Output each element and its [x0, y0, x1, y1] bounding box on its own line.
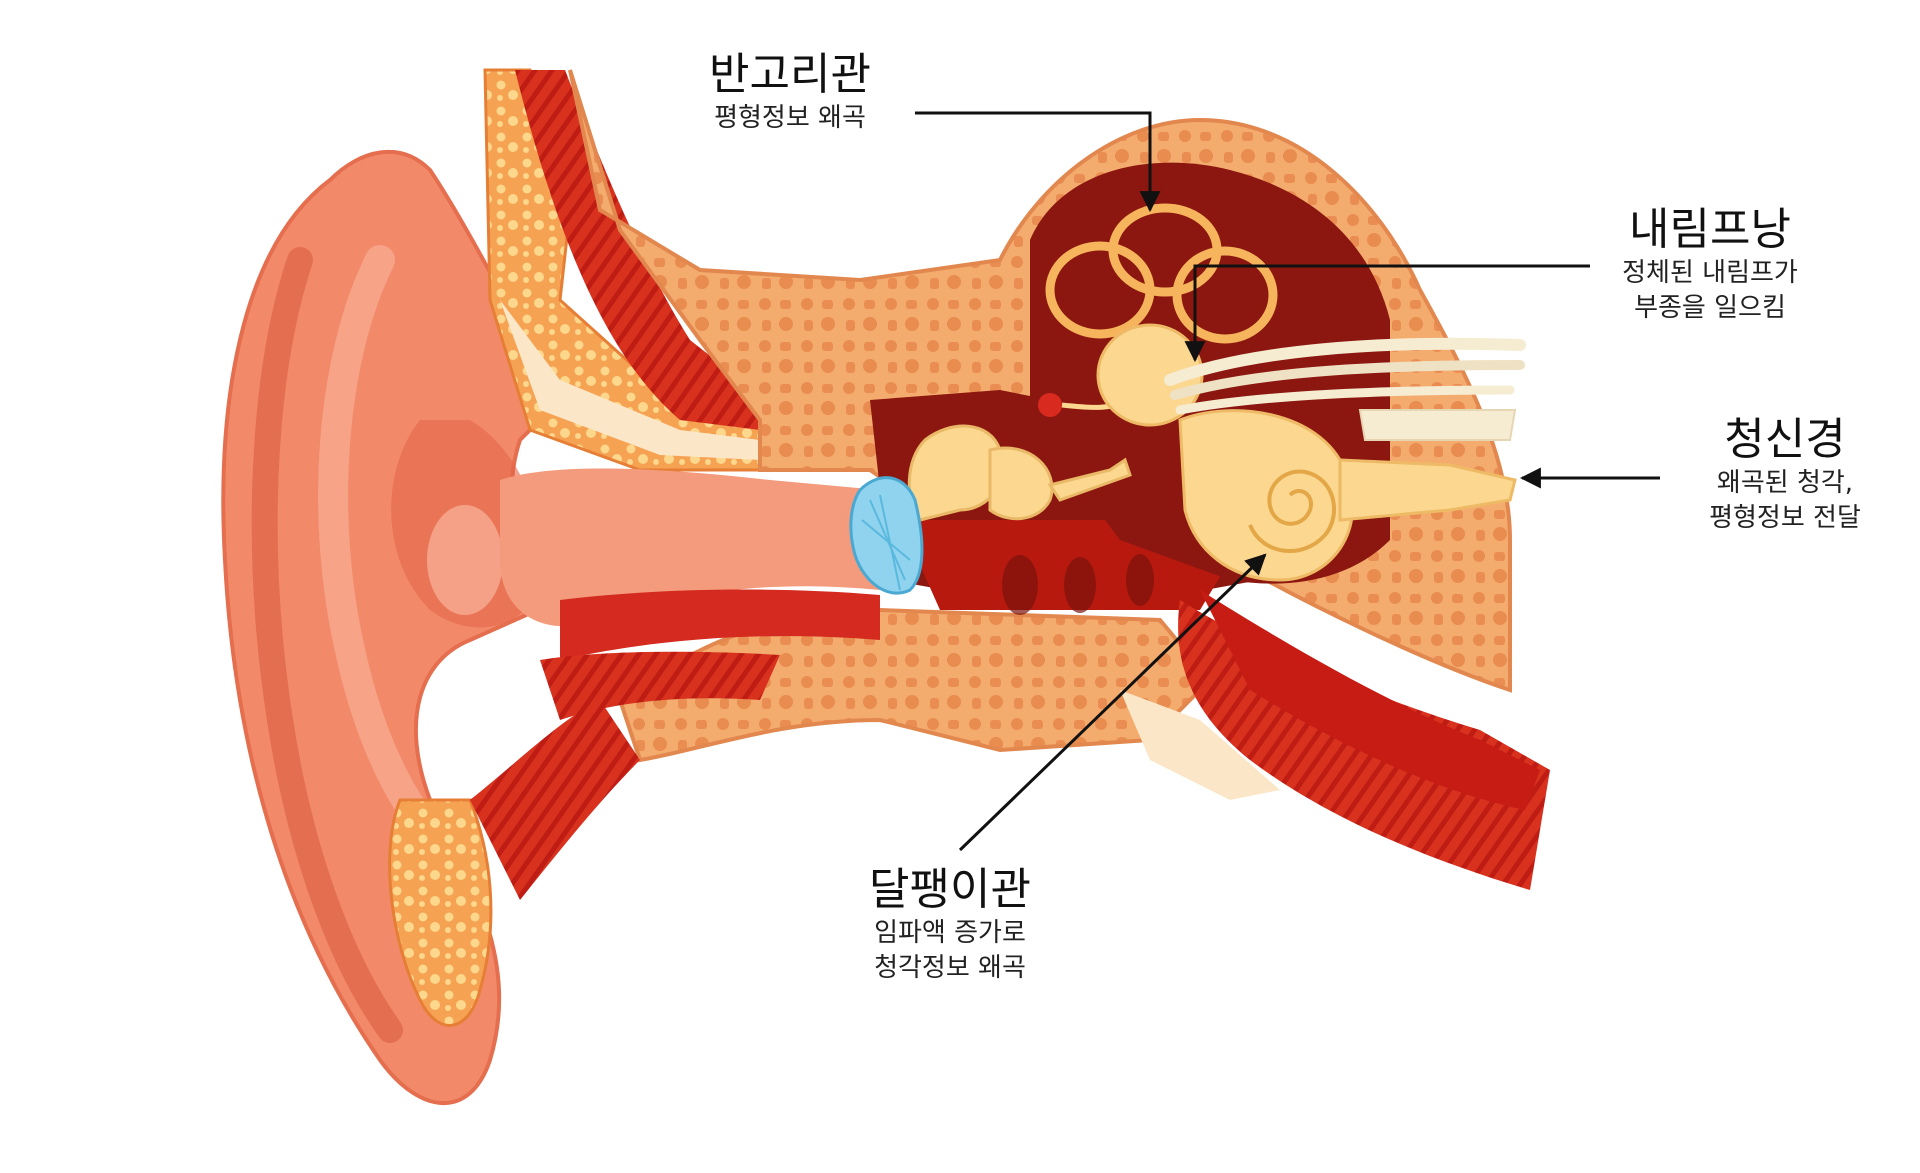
incus — [988, 446, 1054, 521]
semicircular-canal-title: 반고리관 — [709, 49, 871, 100]
auditory-nerve-desc-line: 평형정보 전달 — [1709, 502, 1861, 533]
label-auditory-nerve: 청신경 왜곡된 청각, 평형정보 전달 — [1660, 414, 1910, 536]
leader-lines — [915, 111, 1660, 852]
label-endolymphatic-sac: 내림프낭 정체된 내림프가 부종을 일으킴 — [1560, 204, 1860, 326]
chorda-tympani-dot — [1038, 393, 1062, 417]
endolymphatic-sac-desc-line: 정체된 내림프가 — [1622, 257, 1798, 288]
label-semicircular-canal: 반고리관 평형정보 왜곡 — [640, 49, 940, 136]
auditory-nerve-trunk — [1338, 458, 1517, 522]
auditory-nerve-title: 청신경 — [1724, 414, 1846, 465]
endolymphatic-sac-title: 내림프낭 — [1629, 204, 1791, 255]
leader-cochlea — [958, 553, 1267, 852]
stapes — [1047, 457, 1132, 502]
eardrum — [849, 476, 924, 595]
cochlea-desc-line: 청각정보 왜곡 — [874, 952, 1026, 983]
pinna-antihelix — [318, 245, 435, 835]
cochlea-title: 달팽이관 — [869, 864, 1031, 915]
ossicles — [907, 393, 1132, 522]
cochlea-desc-line: 임파액 증가로 — [874, 917, 1026, 948]
eustachian-tube — [1120, 590, 1550, 890]
canal-lateral — [1172, 246, 1278, 344]
auditory-nerve-desc-line: 왜곡된 청각, — [1716, 467, 1854, 498]
cochlea-spiral — [1248, 469, 1336, 553]
pinna-helix-fold — [251, 247, 403, 1043]
lower-bone — [617, 607, 1213, 763]
lower-tissue — [388, 700, 640, 1027]
leader-semicircular — [915, 111, 1161, 213]
semicircular-canal-desc-line: 평형정보 왜곡 — [714, 102, 866, 133]
canal-posterior — [1045, 241, 1155, 339]
leader-endolymph — [1184, 264, 1590, 363]
cochlea-body — [1178, 409, 1355, 582]
nerve-fibres — [1164, 337, 1526, 441]
pinna-highlight — [427, 505, 503, 615]
endolymphatic-sac-desc-line: 부종을 일으킴 — [1634, 292, 1786, 323]
inner-ear — [1045, 203, 1517, 582]
outer-ear — [221, 149, 564, 1106]
label-cochlea: 달팽이관 임파액 증가로 청각정보 왜곡 — [800, 864, 1100, 986]
